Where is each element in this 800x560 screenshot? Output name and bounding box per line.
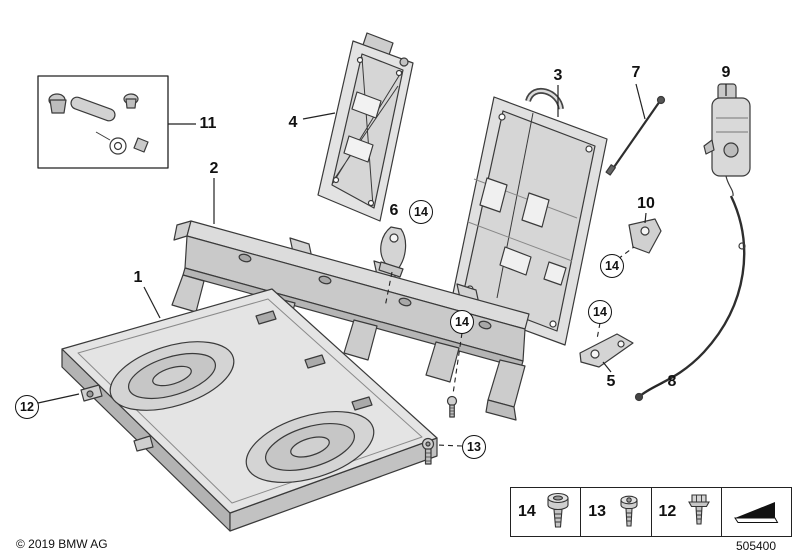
legend-item-13: 13 — [580, 488, 650, 536]
callout-13[interactable]: 13 — [462, 435, 486, 459]
seat-base-panel-drawing — [61, 288, 438, 532]
backrest-frame-left-drawing — [317, 32, 414, 222]
bracket-10-drawing — [628, 218, 662, 254]
legend-item-12: 12 — [650, 488, 721, 536]
callout-8[interactable]: 8 — [667, 373, 677, 390]
fastener-legend: 14 13 — [510, 487, 792, 537]
callout-14-a[interactable]: 14 — [409, 200, 433, 224]
callout-2[interactable]: 2 — [209, 160, 219, 177]
callout-14-b[interactable]: 14 — [450, 310, 474, 334]
bracket-5-drawing — [579, 333, 634, 368]
callout-9[interactable]: 9 — [721, 64, 731, 81]
callout-5[interactable]: 5 — [606, 373, 616, 390]
copyright-text: © 2019 BMW AG — [16, 537, 108, 551]
bracket-6-drawing — [378, 226, 407, 278]
callout-12[interactable]: 12 — [15, 395, 39, 419]
callout-1[interactable]: 1 — [133, 269, 143, 286]
screw-14-drawing — [446, 395, 458, 418]
diagram-number: 505400 — [735, 539, 777, 553]
legend-label-12: 12 — [658, 503, 677, 520]
pan-head-screw-icon — [619, 495, 638, 527]
wedge-direction-icon — [734, 502, 779, 523]
screw-13-drawing — [421, 437, 435, 465]
callout-11[interactable]: 11 — [199, 115, 217, 132]
legend-item-14: 14 — [511, 488, 580, 536]
lock-mechanism-drawing — [703, 83, 751, 197]
callout-6[interactable]: 6 — [389, 202, 399, 219]
callout-3[interactable]: 3 — [553, 67, 563, 84]
callout-10[interactable]: 10 — [637, 195, 655, 212]
leader-lines — [37, 83, 727, 404]
legend-label-13: 13 — [588, 503, 607, 520]
backrest-frame-right-drawing — [448, 87, 608, 346]
callout-7[interactable]: 7 — [631, 64, 641, 81]
actuation-cable-drawing — [605, 95, 666, 176]
hex-flange-bolt-icon — [687, 494, 710, 525]
cheese-head-screw-icon — [547, 492, 569, 528]
legend-item-wedge — [720, 488, 791, 536]
callout-14-c[interactable]: 14 — [600, 254, 624, 278]
callout-4[interactable]: 4 — [288, 114, 298, 131]
small-parts-box-drawing — [37, 75, 169, 169]
callout-14-d[interactable]: 14 — [588, 300, 612, 324]
legend-label-14: 14 — [518, 503, 536, 520]
